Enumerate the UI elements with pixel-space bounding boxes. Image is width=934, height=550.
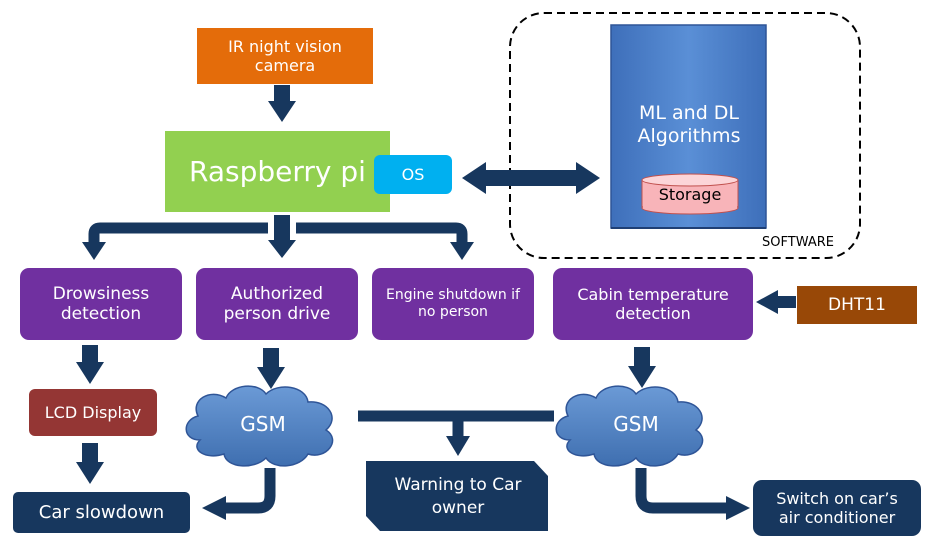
arrow-authorized-to-gsm: [257, 348, 285, 389]
dht11-label: DHT11: [828, 294, 886, 315]
arrow-lcd-to-slowdown: [76, 443, 104, 484]
raspberry-pi-label: Raspberry pi: [189, 154, 366, 188]
software-region: [509, 12, 861, 259]
ml-block-shape: [610, 24, 767, 229]
arrow-dht-to-cabin: [756, 290, 796, 314]
car-slowdown-box: Car slowdown: [13, 492, 190, 533]
ir-camera-box: IR night vision camera: [197, 28, 373, 84]
flow-arrows: [76, 85, 796, 520]
storage-label: Storage: [658, 185, 722, 204]
cabin-temperature-box: Cabin temperature detection: [553, 268, 753, 340]
arrow-gsm-to-switch: [635, 468, 728, 514]
arrow-gsm-to-warning: [358, 410, 464, 438]
raspberry-pi-box: Raspberry pi: [165, 131, 390, 212]
warning-label: Warning to Car owner: [394, 475, 522, 518]
lcd-display-box: LCD Display: [29, 389, 157, 436]
storage-cylinder: [641, 173, 739, 215]
arrow-pi-to-authorized: [268, 215, 296, 258]
dht11-box: DHT11: [797, 286, 917, 324]
switch-ac-label: Switch on car’s air conditioner: [776, 488, 898, 527]
car-slowdown-label: Car slowdown: [38, 501, 165, 523]
warning-shape: [366, 461, 548, 531]
gsm-right-label: GSM: [613, 412, 659, 436]
arrow-camera-to-pi: [268, 85, 296, 122]
cabin-temperature-label: Cabin temperature detection: [577, 284, 729, 323]
gsm-cloud-right-shape: [555, 385, 704, 467]
authorized-person-drive-box: Authorized person drive: [196, 268, 358, 340]
os-label: OS: [401, 164, 425, 184]
switch-ac-box: Switch on car’s air conditioner: [753, 480, 921, 536]
drowsiness-detection-label: Drowsiness detection: [52, 283, 150, 324]
software-label: SOFTWARE: [762, 235, 834, 250]
arrow-os-software: [462, 162, 600, 194]
ml-dl-algorithms-label: ML and DL Algorithms: [637, 102, 741, 147]
engine-shutdown-box: Engine shutdown if no person: [372, 268, 534, 340]
arrow-pi-to-engine: [296, 222, 468, 244]
gsm-left-label: GSM: [240, 412, 286, 436]
arrow-drowsiness-to-lcd: [76, 345, 104, 384]
drowsiness-detection-box: Drowsiness detection: [20, 268, 182, 340]
authorized-person-drive-label: Authorized person drive: [223, 283, 331, 324]
ir-camera-label: IR night vision camera: [228, 36, 342, 75]
arrow-cabin-to-gsm: [628, 347, 656, 388]
os-box: OS: [374, 155, 452, 194]
arrow-gsm-to-slowdown: [222, 468, 276, 514]
gsm-cloud-left-shape: [185, 385, 334, 467]
engine-shutdown-label: Engine shutdown if no person: [385, 287, 520, 320]
lcd-display-label: LCD Display: [44, 402, 142, 422]
arrow-pi-to-drowsiness: [88, 222, 268, 244]
